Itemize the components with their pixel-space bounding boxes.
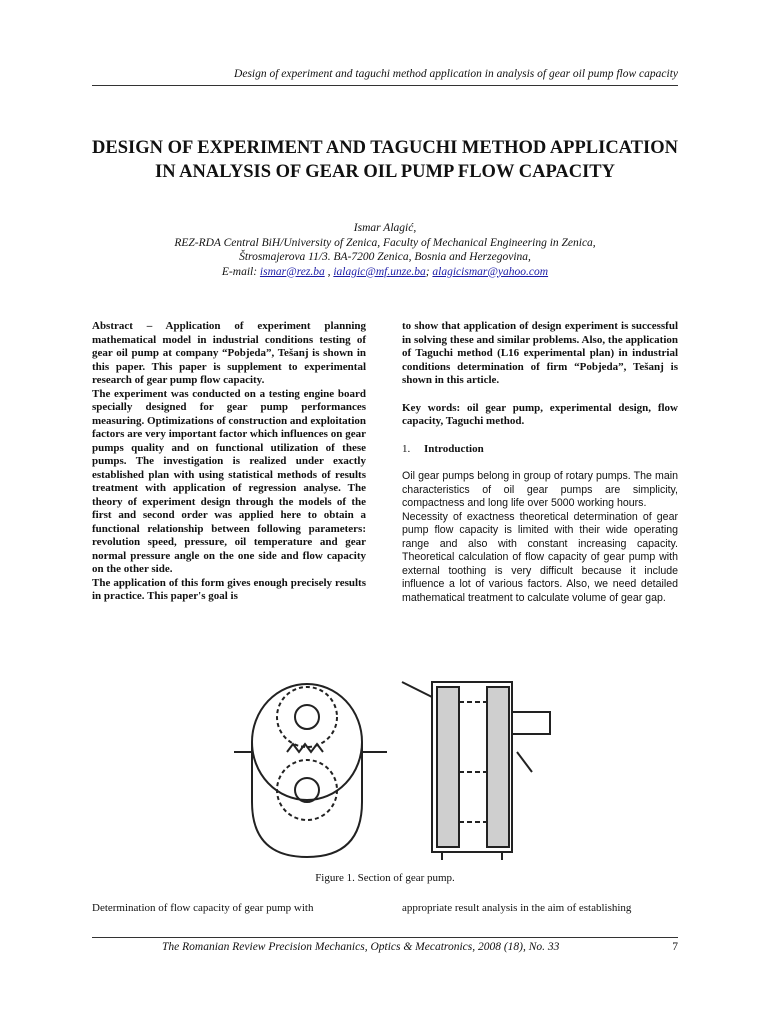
journal-citation: The Romanian Review Precision Mechanics,… (162, 941, 560, 953)
email-separator: ; (425, 265, 430, 278)
section-cover-right (486, 686, 510, 848)
continuation-right: appropriate result analysis in the aim o… (402, 902, 632, 914)
section-heading: 1. Introduction (402, 443, 678, 457)
figure-caption: Figure 1. Section of gear pump. (315, 872, 455, 884)
right-column: to show that application of design exper… (402, 320, 678, 605)
paper-title: DESIGN OF EXPERIMENT AND TAGUCHI METHOD … (92, 138, 678, 182)
abstract-paragraph-1: Abstract – Application of experiment pla… (92, 320, 366, 386)
running-head: Design of experiment and taguchi method … (234, 68, 678, 80)
email-separator: , (324, 265, 331, 278)
intro-paragraph-1: Oil gear pumps belong in group of rotary… (402, 470, 678, 509)
leader-line-1 (401, 681, 433, 698)
abstract-paragraph-3: The application of this form gives enoug… (92, 576, 366, 603)
drive-shaft (511, 711, 551, 735)
email-link-1[interactable]: ismar@rez.ba (259, 265, 325, 278)
email-label: E-mail: (221, 265, 258, 278)
leader-line-2 (516, 751, 533, 773)
gear-pump-section-figure (234, 681, 551, 860)
keywords: Key words: oil gear pump, experimental d… (402, 401, 678, 428)
email-link-2[interactable]: ialagic@mf.unze.ba (333, 265, 426, 278)
left-column: Abstract – Application of experiment pla… (92, 320, 366, 604)
author-block: Ismar Alagić, REZ-RDA Central BiH/Univer… (92, 221, 678, 279)
email-link-3[interactable]: alagicismar@yahoo.com (432, 265, 549, 278)
housing-outline (251, 683, 363, 801)
gear-mesh (286, 742, 324, 754)
section-title: Introduction (424, 442, 484, 455)
header-rule (92, 85, 678, 86)
footer-rule (92, 937, 678, 938)
abstract-paragraph-4: to show that application of design exper… (402, 320, 678, 386)
abstract-paragraph-2: The experiment was conducted on a testin… (92, 387, 366, 576)
section-body (431, 681, 513, 853)
intro-paragraph-2: Necessity of exactness theoretical deter… (402, 510, 678, 604)
page-number: 7 (672, 941, 678, 953)
section-cover-left (436, 686, 460, 848)
affiliation-line-2: Štrosmajerova 11/3. BA-7200 Zenica, Bosn… (239, 251, 531, 263)
email-line: E-mail: ismar@rez.ba , ialagic@mf.unze.b… (92, 265, 678, 280)
housing-outline-lower (251, 742, 363, 859)
affiliation-line-1: REZ-RDA Central BiH/University of Zenica… (174, 236, 596, 249)
section-number: 1. (402, 442, 411, 455)
upper-gear-hub (294, 704, 320, 730)
upper-gear (276, 686, 338, 748)
continuation-left: Determination of flow capacity of gear p… (92, 902, 314, 914)
lower-gear (276, 759, 338, 821)
lower-gear-hub (294, 777, 320, 803)
author-name: Ismar Alagić, (353, 222, 417, 234)
